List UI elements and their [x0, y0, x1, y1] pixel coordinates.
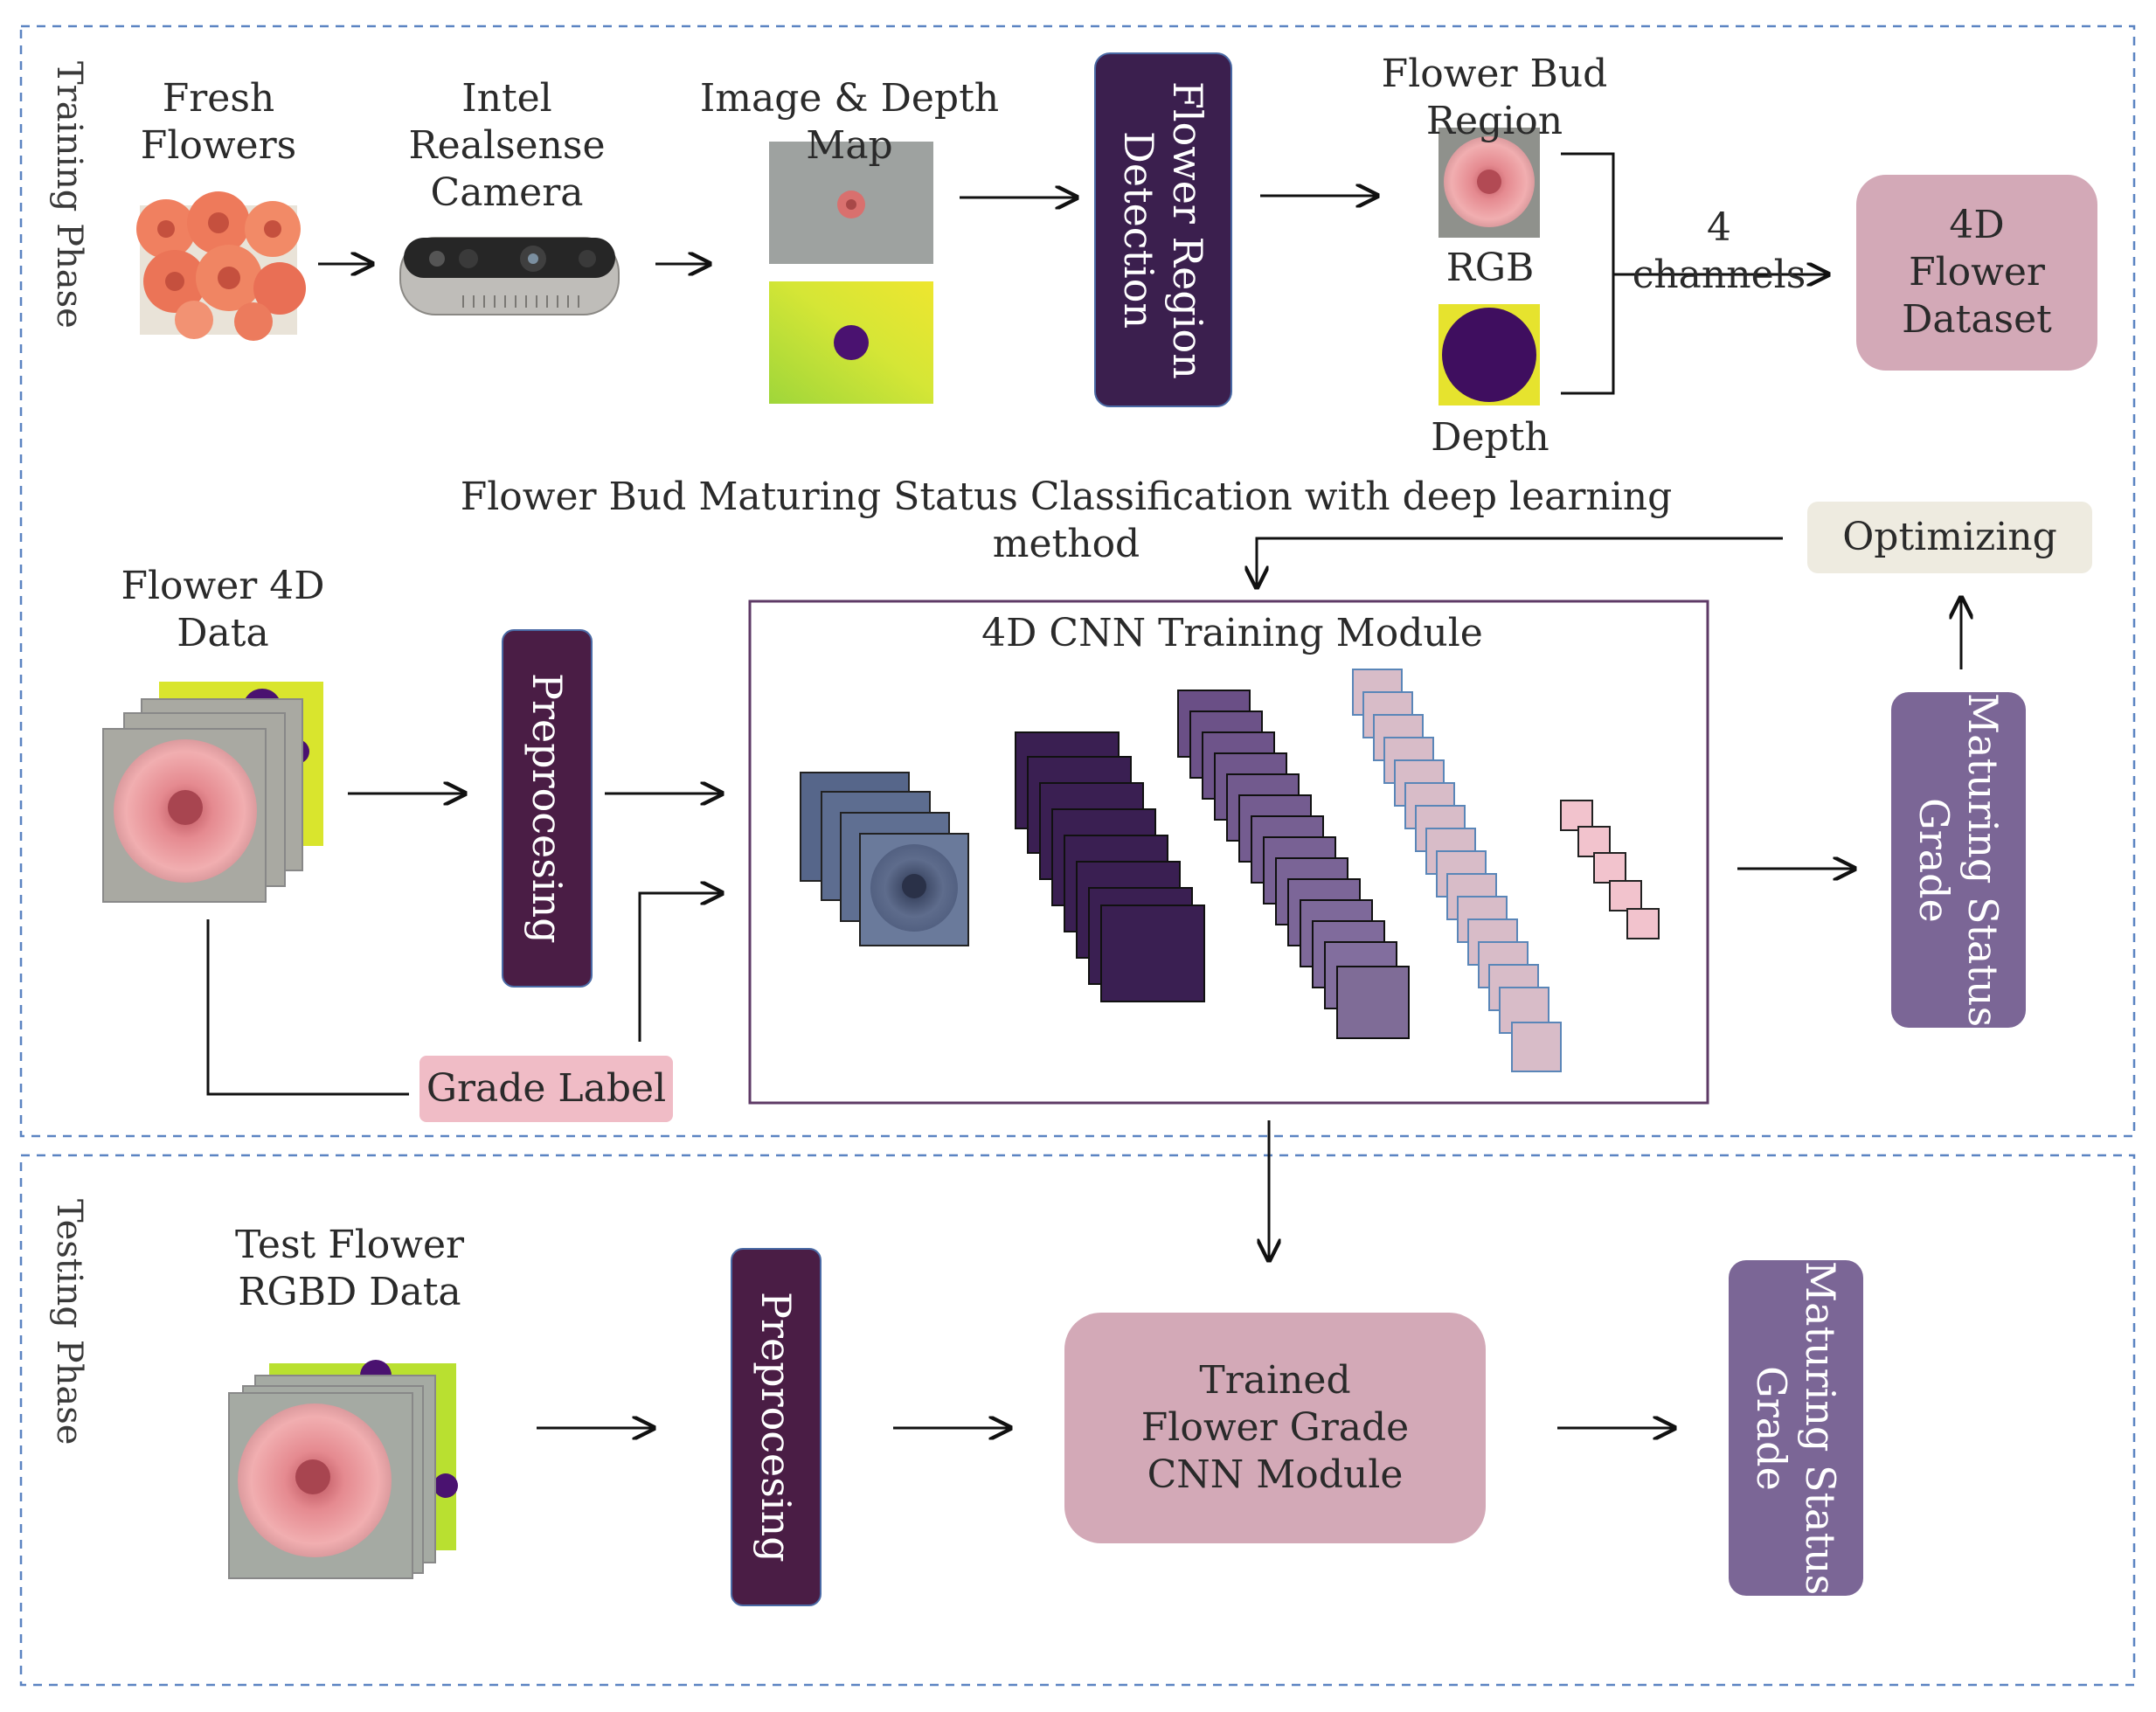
- cnn-output-layer: [1560, 800, 1660, 939]
- cnn-input-stack: [800, 772, 969, 946]
- cnn-conv-layer-1: [1015, 731, 1205, 1002]
- line-data-to-grade-label: [206, 919, 409, 1096]
- training-phase-border: [19, 24, 2136, 1138]
- rgb-image-thumbnail: [769, 142, 933, 264]
- image-depth-label: Image & Depth Map: [699, 76, 1000, 168]
- test-preprocessing-text: Preprocesing: [752, 1292, 800, 1563]
- four-channels-label: 4 channels: [1632, 205, 1806, 297]
- maturing-status-grade-box: Maturing Status Grade: [1891, 692, 2026, 1028]
- realsense-camera: [399, 237, 620, 315]
- flower-dataset-box: 4D Flower Dataset: [1856, 175, 2097, 371]
- bud-depth-crop: [1438, 304, 1540, 405]
- flower-region-detection-text: Flower Region Detection: [1115, 80, 1211, 379]
- grade-label-box: Grade Label: [419, 1056, 673, 1122]
- arrow-optimizing-to-cnn: [1257, 537, 1783, 587]
- depth-label: Depth: [1431, 415, 1549, 460]
- depth-map-thumbnail: [769, 281, 933, 404]
- fresh-flowers-label: Fresh Flowers: [140, 76, 297, 168]
- camera-label: Intel Realsense Camera: [408, 76, 606, 215]
- test-preprocessing-box: Preprocesing: [731, 1248, 821, 1606]
- testing-phase-label: Testing Phase: [49, 1199, 89, 1445]
- trained-cnn-module-box: Trained Flower Grade CNN Module: [1064, 1313, 1486, 1543]
- test-rgbd-data-stack: [228, 1360, 458, 1579]
- flower-4d-data-label: Flower 4D Data: [121, 564, 325, 655]
- flower-region-detection-box: Flower Region Detection: [1094, 52, 1232, 407]
- cnn-conv-layer-2: [1177, 690, 1410, 1039]
- classification-title: Flower Bud Maturing Status Classificatio…: [460, 475, 1673, 566]
- flower-bud-region-label: Flower Bud Region: [1381, 52, 1608, 143]
- cnn-training-module-title: 4D CNN Training Module: [981, 611, 1483, 655]
- test-flower-data-label: Test Flower RGBD Data: [234, 1223, 465, 1314]
- arrow-grade-label-to-cnn: [638, 893, 722, 1042]
- test-maturing-status-grade-text: Maturing Status Grade: [1748, 1260, 1844, 1596]
- preprocessing-box: Preprocesing: [502, 629, 593, 988]
- test-maturing-status-grade-box: Maturing Status Grade: [1729, 1260, 1863, 1596]
- preprocessing-text: Preprocesing: [523, 673, 571, 944]
- bud-rgb-crop: [1438, 128, 1540, 238]
- cnn-conv-layer-3: [1352, 669, 1562, 1072]
- maturing-status-grade-text: Maturing Status Grade: [1910, 692, 2007, 1028]
- flower-4d-data-stack: [102, 682, 323, 903]
- testing-phase-border: [19, 1154, 2136, 1687]
- rgb-label: RGB: [1445, 246, 1535, 290]
- fresh-flowers-photo: [136, 191, 306, 341]
- channels-bracket: [1561, 152, 1615, 395]
- training-phase-label: Training Phase: [49, 61, 89, 329]
- optimizing-box: Optimizing: [1807, 502, 2092, 573]
